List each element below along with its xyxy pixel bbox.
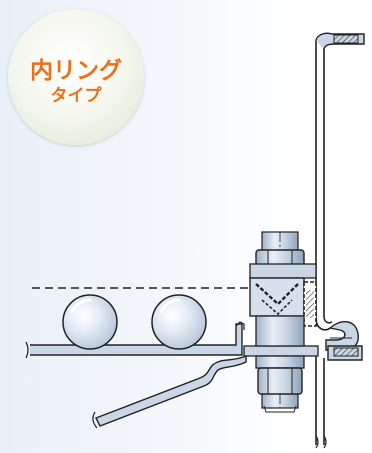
vertical-shell-wall [315,40,333,449]
ring-type-badge: 内リング タイプ [8,9,144,145]
ball-left [62,294,118,350]
upper-nut [249,249,317,279]
ring-seat-flange [325,321,363,361]
slanted-support-plate [92,354,247,429]
inner-plate [25,321,245,359]
ball-right [151,294,207,350]
top-flange [315,32,365,51]
badge-title: 内リング [30,58,122,84]
clamp-block [249,277,317,327]
lower-nut [243,315,319,395]
badge-subtitle: タイプ [50,86,102,106]
